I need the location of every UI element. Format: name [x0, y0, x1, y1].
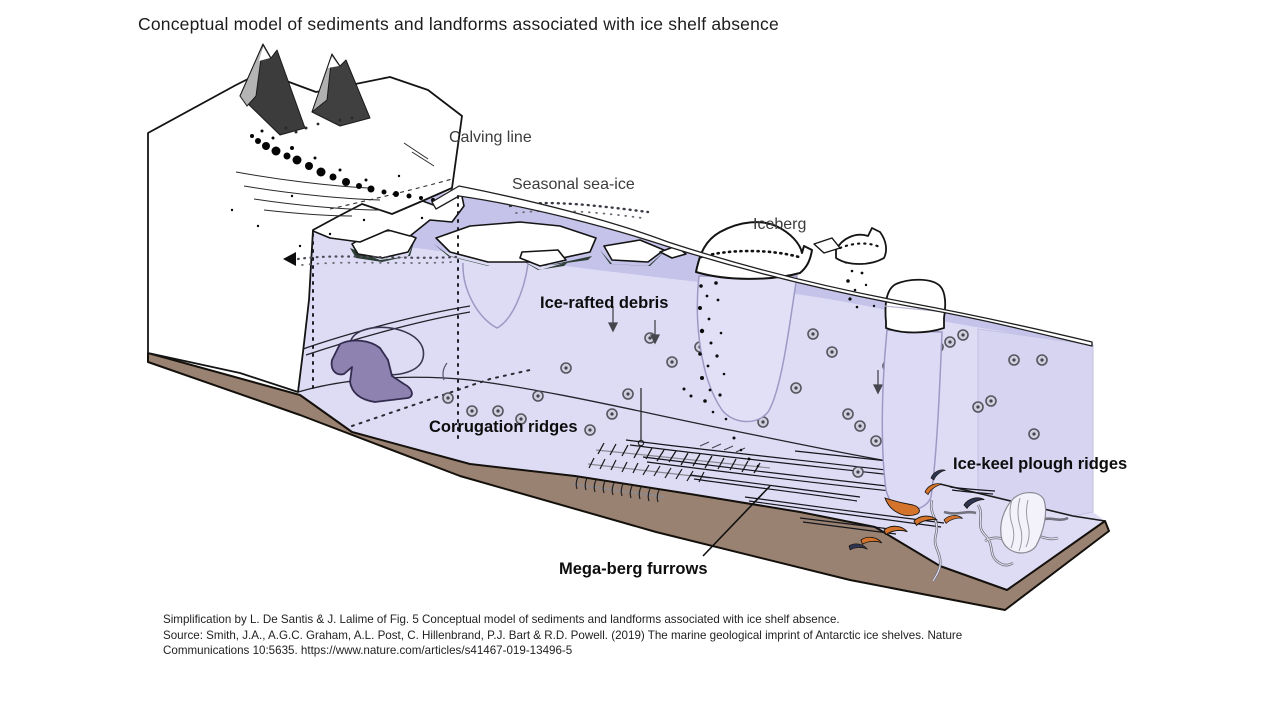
seafloor-block [147, 352, 1110, 611]
sea-ice-floes [301, 186, 687, 270]
label-ice-keel-plough-ridges: Ice-keel plough ridges [953, 455, 1127, 473]
grounding-zone-wedge [330, 339, 413, 403]
grounded-berg-keel [881, 329, 943, 511]
page-title: Conceptual model of sediments and landfo… [138, 14, 779, 34]
label-mega-berg-furrows: Mega-berg furrows [559, 560, 708, 578]
sea-ice-berg-keel [462, 262, 529, 329]
label-iceberg: Iceberg [753, 216, 806, 233]
iceberg-keel [696, 275, 798, 423]
former-ice-front-dotted-lines [312, 195, 459, 443]
moraine-debris-trail [230, 129, 446, 248]
label-seasonal-sea-ice: Seasonal sea-ice [512, 176, 635, 193]
nunatak-peaks [239, 43, 371, 136]
water-right-face [977, 328, 1094, 517]
former-grounding-line [351, 369, 531, 427]
flow-direction-arrow [283, 252, 296, 266]
seafloor-right-edge [939, 483, 1106, 522]
waterline-debris-band [296, 255, 458, 266]
plough-berm-large [884, 497, 920, 517]
ice-keel-plough-ridge-marks [847, 468, 986, 556]
seafloor-topography [297, 305, 906, 465]
caption-line-2: Source: Smith, J.A., A.G.C. Graham, A.L.… [163, 628, 963, 642]
figure-labels: Calving line Seasonal sea-ice Iceberg Ic… [429, 129, 1127, 578]
small-berg [835, 227, 887, 265]
label-ice-rafted-debris: Ice-rafted debris [540, 294, 668, 312]
corrugation-ridges [571, 388, 771, 503]
caption-line-3: Communications 10:5635. https://www.natu… [163, 644, 573, 657]
label-calving-line: Calving line [449, 129, 532, 146]
scree-dots [284, 116, 354, 134]
glacier-flow-lines [235, 142, 435, 217]
iceberg-keels [462, 262, 943, 511]
sediment-ridge [1000, 492, 1047, 554]
mega-berg-furrows [625, 439, 996, 535]
label-corrugation-ridges: Corrugation ridges [429, 418, 578, 436]
figure-caption: Simplification by L. De Santis & J. Lali… [163, 612, 1093, 659]
seasonal-sea-ice-sheet [431, 185, 1093, 347]
caption-line-1: Simplification by L. De Santis & J. Lali… [163, 613, 840, 626]
mega-berg-furrows-leader [702, 485, 771, 557]
seafloor-arc-mark [442, 362, 448, 381]
